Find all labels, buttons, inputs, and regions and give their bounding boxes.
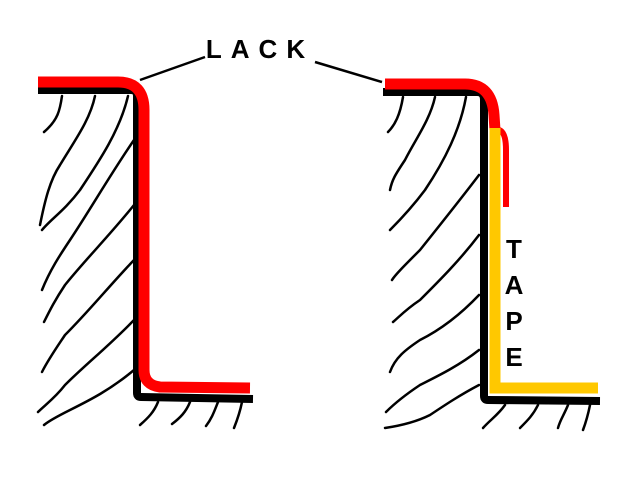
tape-letter: E bbox=[505, 342, 522, 372]
lack-label: LACK bbox=[206, 34, 314, 64]
tape-strip bbox=[489, 128, 598, 394]
tape-letter: A bbox=[505, 270, 524, 300]
tape-letter: T bbox=[506, 234, 522, 264]
leader-line-left bbox=[139, 55, 206, 82]
tape-letter: P bbox=[505, 306, 522, 336]
right-hatching bbox=[383, 95, 592, 432]
leader-line-right bbox=[314, 60, 383, 84]
left-hatching bbox=[36, 94, 244, 430]
left-lack-coating bbox=[38, 76, 251, 394]
right-lack-coating bbox=[385, 78, 501, 131]
